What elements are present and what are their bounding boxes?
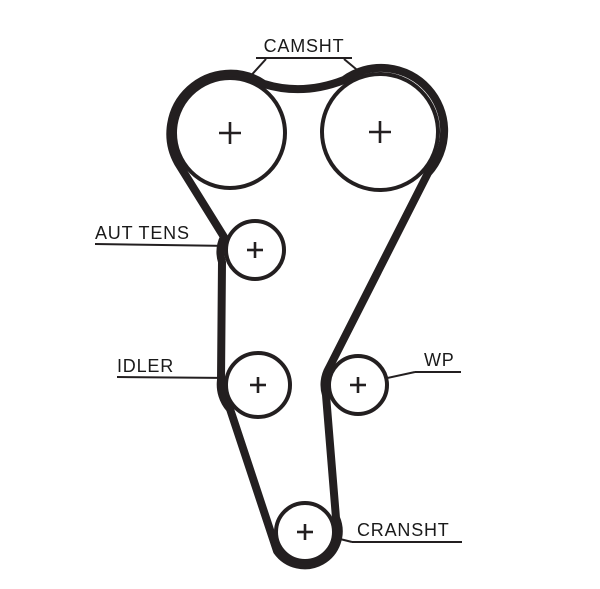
water-pump-label: WP (424, 350, 455, 370)
camshaft-label: CAMSHT (263, 36, 345, 56)
tensioner-label-underline (94, 243, 233, 247)
timing-belt (166, 63, 449, 570)
tensioner-label: AUT TENS (95, 223, 190, 243)
pulley-layer (173, 72, 440, 563)
leader-lines (94, 57, 462, 543)
idler-label-underline (116, 376, 233, 379)
crankshaft-label: CRANSHT (357, 520, 450, 540)
idler-label: IDLER (117, 356, 175, 376)
